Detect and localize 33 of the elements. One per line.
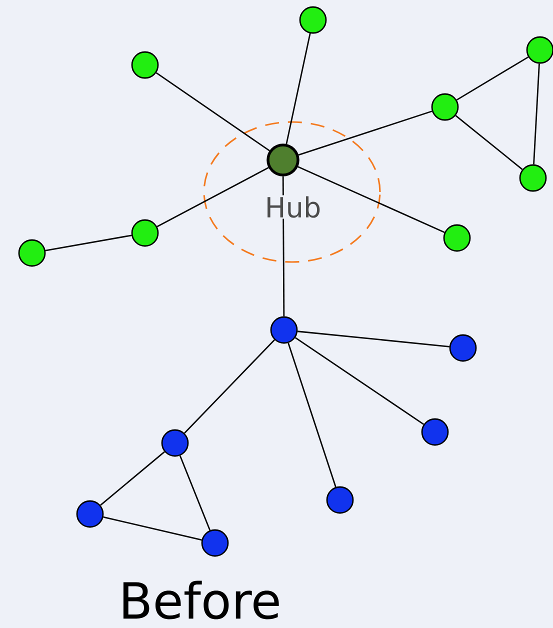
edge-line	[100, 451, 165, 506]
network-node	[131, 51, 159, 79]
edge-line	[533, 64, 540, 164]
edge-line	[288, 342, 336, 488]
edge-line	[184, 339, 275, 434]
network-node	[526, 36, 553, 64]
edge-line	[286, 33, 311, 144]
network-node	[431, 93, 459, 121]
edge-line	[45, 234, 132, 252]
network-node	[299, 6, 327, 34]
edge-line	[156, 72, 270, 152]
edge-line	[298, 330, 450, 348]
edge-line	[298, 110, 432, 156]
network-node	[443, 224, 471, 252]
edge-line	[456, 56, 529, 101]
network-node	[519, 164, 547, 192]
edge-line	[103, 516, 202, 541]
edge-line	[298, 166, 445, 234]
node-label: Hub	[264, 195, 322, 219]
network-node	[270, 316, 298, 344]
network-node	[326, 486, 354, 514]
caption-text: Before	[123, 580, 279, 620]
network-node	[161, 429, 189, 457]
network-node	[201, 529, 229, 557]
network-node	[76, 500, 104, 528]
edge-line	[156, 167, 269, 228]
network-node	[449, 334, 477, 362]
network-node	[18, 239, 46, 267]
edge-line	[179, 455, 211, 531]
network-node	[421, 418, 449, 446]
edge-line	[455, 115, 523, 170]
network-node	[131, 219, 159, 247]
edge-line	[294, 337, 424, 425]
